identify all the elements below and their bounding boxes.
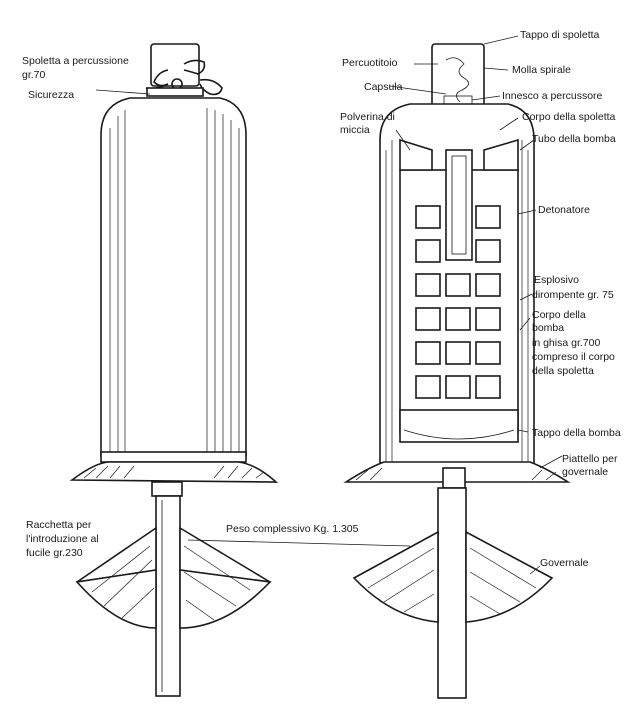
label-corpo-della: Corpo della: [532, 309, 586, 321]
label-in-ghisa: in ghisa gr.700: [532, 337, 600, 349]
label-sicurezza: Sicurezza: [28, 89, 74, 101]
label-bomba: bomba: [532, 322, 564, 334]
left-labels: Spoletta a percussione gr.70 Sicurezza R…: [22, 55, 129, 559]
detonator: [445, 149, 473, 261]
label-tubo-della-bomba: Tubo della bomba: [532, 133, 616, 145]
label-miccia: miccia: [340, 124, 370, 136]
section-rod: [437, 487, 467, 699]
label-tappo-della-bomba: Tappo della bomba: [532, 427, 621, 439]
bomb-body: [100, 97, 247, 457]
label-capsula: Capsula: [364, 81, 403, 93]
section-view: [343, 43, 571, 699]
label-percuotitoio: Percuotitoio: [342, 57, 398, 69]
label-compreso: compreso il corpo: [532, 351, 615, 363]
fuze-cap: [150, 43, 200, 87]
label-spoletta-a-percussione: Spoletta a percussione: [22, 55, 129, 67]
label-peso-complessivo: Peso complessivo Kg. 1.305: [226, 523, 359, 535]
label-detonatore: Detonatore: [538, 204, 590, 216]
external-view: [69, 43, 279, 697]
right-labels: Tappo di spoletta Percuotitoio Molla spi…: [340, 29, 621, 569]
label-racchetta-line1: Racchetta per: [26, 519, 92, 531]
label-governale-short: governale: [562, 466, 608, 478]
rifle-rod: [151, 481, 183, 497]
label-polverina-di: Polverina di: [340, 111, 395, 123]
label-gr70: gr.70: [22, 69, 46, 81]
label-piattello-per: Piattello per: [562, 453, 618, 465]
label-dirompente: dirompente gr. 75: [532, 289, 614, 301]
label-molla-spirale: Molla spirale: [512, 64, 571, 76]
label-della-spoletta: della spoletta: [532, 365, 594, 377]
label-racchetta-line3: fucile gr.230: [26, 547, 83, 559]
label-innesco-a-percussore: Innesco a percussore: [502, 90, 603, 102]
label-governale: Governale: [540, 557, 589, 569]
label-corpo-della-spoletta: Corpo della spoletta: [522, 111, 616, 123]
base-plug: [399, 409, 519, 443]
fragmentation-grid: [415, 205, 501, 399]
governale-fins: [352, 530, 439, 623]
label-tappo-di-spoletta: Tappo di spoletta: [520, 29, 600, 41]
bottom-flange: [69, 461, 279, 483]
leader-lines: [95, 35, 563, 575]
label-esplosivo: Esplosivo: [534, 274, 579, 286]
label-racchetta-line2: l'introduzione al: [26, 533, 99, 545]
